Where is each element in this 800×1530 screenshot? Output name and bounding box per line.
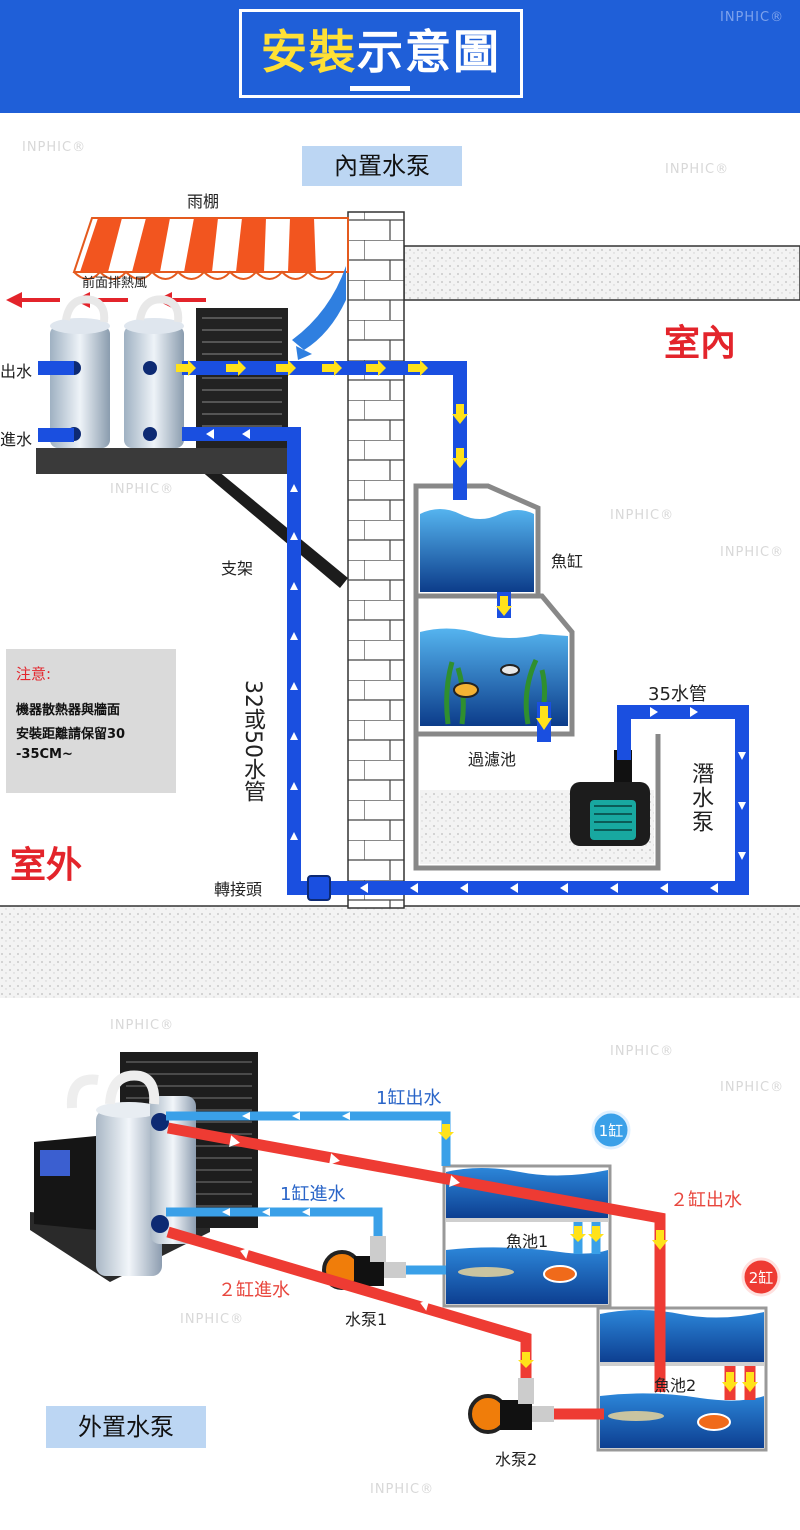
tank2-in-label: ２缸進水 <box>218 1280 290 1301</box>
external-pump-title: 外置水泵 <box>46 1406 206 1448</box>
watermark: INPHIC® <box>610 1044 675 1059</box>
ceiling-slab <box>403 245 800 301</box>
watermark: INPHIC® <box>370 1482 435 1497</box>
note-title: 注意: <box>16 665 52 683</box>
watermark: INPHIC® <box>180 1312 245 1327</box>
banner-title-part2: 示意圖 <box>357 25 501 79</box>
awning-label: 雨棚 <box>187 192 220 211</box>
pipe-size-label: 32或50水管 <box>240 680 265 802</box>
outlet-pipe <box>38 361 74 375</box>
watermark: INPHIC® <box>720 1080 785 1095</box>
watermark: INPHIC® <box>720 10 785 25</box>
watermark: INPHIC® <box>610 508 675 523</box>
flow-arrows-supply <box>176 360 552 730</box>
note-line-3: -35CM~ <box>16 747 73 762</box>
note-line-1: 機器散熱器與牆面 <box>16 703 121 718</box>
awning <box>72 217 349 280</box>
banner-frame: 安裝示意圖 <box>239 9 523 98</box>
indoor-label: 室內 <box>664 323 737 364</box>
watermark: INPHIC® <box>22 140 87 155</box>
header-banner <box>0 0 800 113</box>
submersible-pump <box>570 750 650 846</box>
pump-2 <box>468 1378 554 1434</box>
banner-title: 安裝示意圖 <box>242 22 520 82</box>
water-in-label: 進水 <box>0 430 33 449</box>
watermark: INPHIC® <box>110 1018 175 1033</box>
flow-arrows-lower-yellow <box>438 1124 758 1392</box>
flow-arrows-lower <box>222 1112 460 1311</box>
front-exhaust-label: 前面排熱風 <box>82 276 148 291</box>
external-pump-diagram <box>30 1052 781 1452</box>
banner-title-part1: 安裝 <box>261 25 357 79</box>
inlet-pipe <box>38 428 74 442</box>
tank1-in-label: 1缸進水 <box>280 1184 346 1205</box>
pool-2 <box>596 1306 768 1452</box>
watermark: INPHIC® <box>665 162 730 177</box>
exhaust-swoosh <box>292 266 346 350</box>
bracket-label: 支架 <box>221 559 254 578</box>
pool1-label: 魚池1 <box>506 1232 549 1251</box>
internal-pump-title: 內置水泵 <box>302 146 462 186</box>
watermark: INPHIC® <box>110 482 175 497</box>
pump1-label: 水泵1 <box>345 1310 388 1329</box>
tank-1-badge-circle <box>591 1110 631 1150</box>
tank2-out-label: ２缸出水 <box>670 1190 742 1211</box>
banner-underline <box>350 86 410 91</box>
brick-wall <box>347 211 405 909</box>
filter-pool-label: 過濾池 <box>468 750 517 769</box>
pool2-label: 魚池2 <box>654 1376 697 1395</box>
fish-tank <box>413 483 541 599</box>
chiller-unit-top <box>36 295 300 474</box>
flow-arrows-return <box>206 429 746 893</box>
submersible-pump-label: 潛水泵 <box>688 762 713 834</box>
tank1-badge: 1缸 <box>598 1122 624 1140</box>
watermark: INPHIC® <box>720 545 785 560</box>
tank1-out-label: 1缸出水 <box>376 1088 442 1109</box>
outdoor-label: 室外 <box>10 845 83 886</box>
note-line-2: 安裝距離請保留30 <box>16 727 126 742</box>
adapter-label: 轉接頭 <box>214 880 263 899</box>
water-out-label: 出水 <box>0 362 33 381</box>
note-box: 注意: 機器散熱器與牆面 安裝距離請保留30 -35CM~ <box>6 649 176 793</box>
tank2-badge: 2缸 <box>748 1269 774 1287</box>
fish-tank-label: 魚缸 <box>551 552 584 571</box>
bracket <box>200 466 348 588</box>
adapter-fitting <box>307 875 331 901</box>
aquarium <box>413 593 575 737</box>
ground <box>0 906 800 998</box>
pump2-label: 水泵2 <box>495 1450 538 1469</box>
internal-pump-diagram <box>0 211 800 998</box>
tank-2-badge-circle <box>741 1257 781 1297</box>
pipe-35-label: 35水管 <box>648 684 707 705</box>
